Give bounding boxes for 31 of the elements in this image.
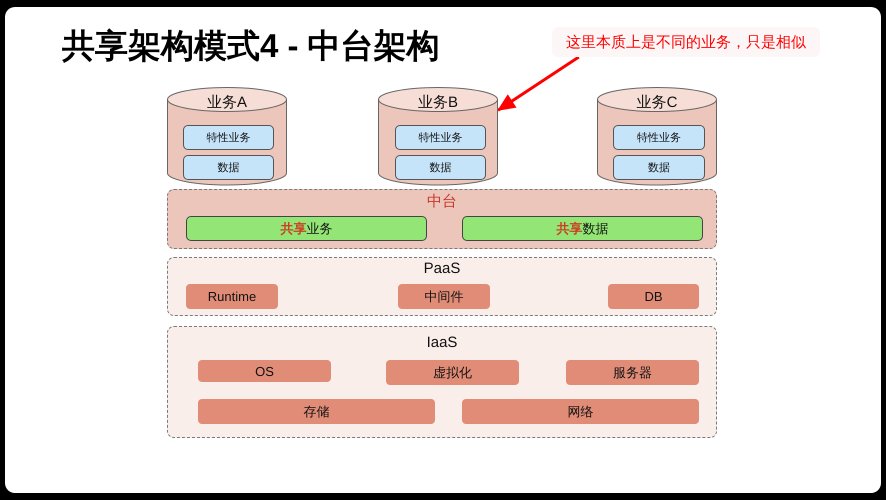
component-box: 特性业务	[613, 125, 705, 150]
cylinder	[167, 87, 287, 186]
layer-title: IaaS	[426, 334, 458, 352]
service-name: 业务C	[636, 94, 678, 112]
component-box: 中间件	[398, 284, 490, 309]
cylinder	[378, 87, 498, 186]
layer-title: PaaS	[422, 260, 462, 278]
callout-note: 这里本质上是不同的业务，只是相似	[552, 27, 820, 57]
title: 共享架构模式4 - 中台架构	[62, 26, 440, 66]
component-box: 数据	[613, 155, 705, 180]
component-box: 网络	[462, 399, 699, 424]
component-box: 存储	[198, 399, 435, 424]
component-box: DB	[608, 284, 699, 309]
component-box: 数据	[395, 155, 486, 180]
layer-band	[167, 189, 717, 249]
component-box: OS	[198, 360, 331, 382]
component-box: 特性业务	[395, 125, 486, 150]
component-box: 共享数据	[462, 216, 703, 241]
component-box: Runtime	[186, 284, 278, 309]
arrow	[497, 56, 580, 112]
component-box: 数据	[183, 155, 274, 180]
component-box: 虚拟化	[386, 360, 519, 385]
layer-title: 中台	[426, 193, 458, 211]
component-box: 服务器	[566, 360, 699, 385]
service-name: 业务B	[416, 94, 459, 112]
layer-band	[167, 326, 717, 438]
layer-band	[167, 257, 717, 316]
service-name: 业务A	[206, 94, 248, 112]
component-box: 共享业务	[186, 216, 427, 241]
component-box: 特性业务	[183, 125, 274, 150]
cylinder	[597, 87, 717, 186]
